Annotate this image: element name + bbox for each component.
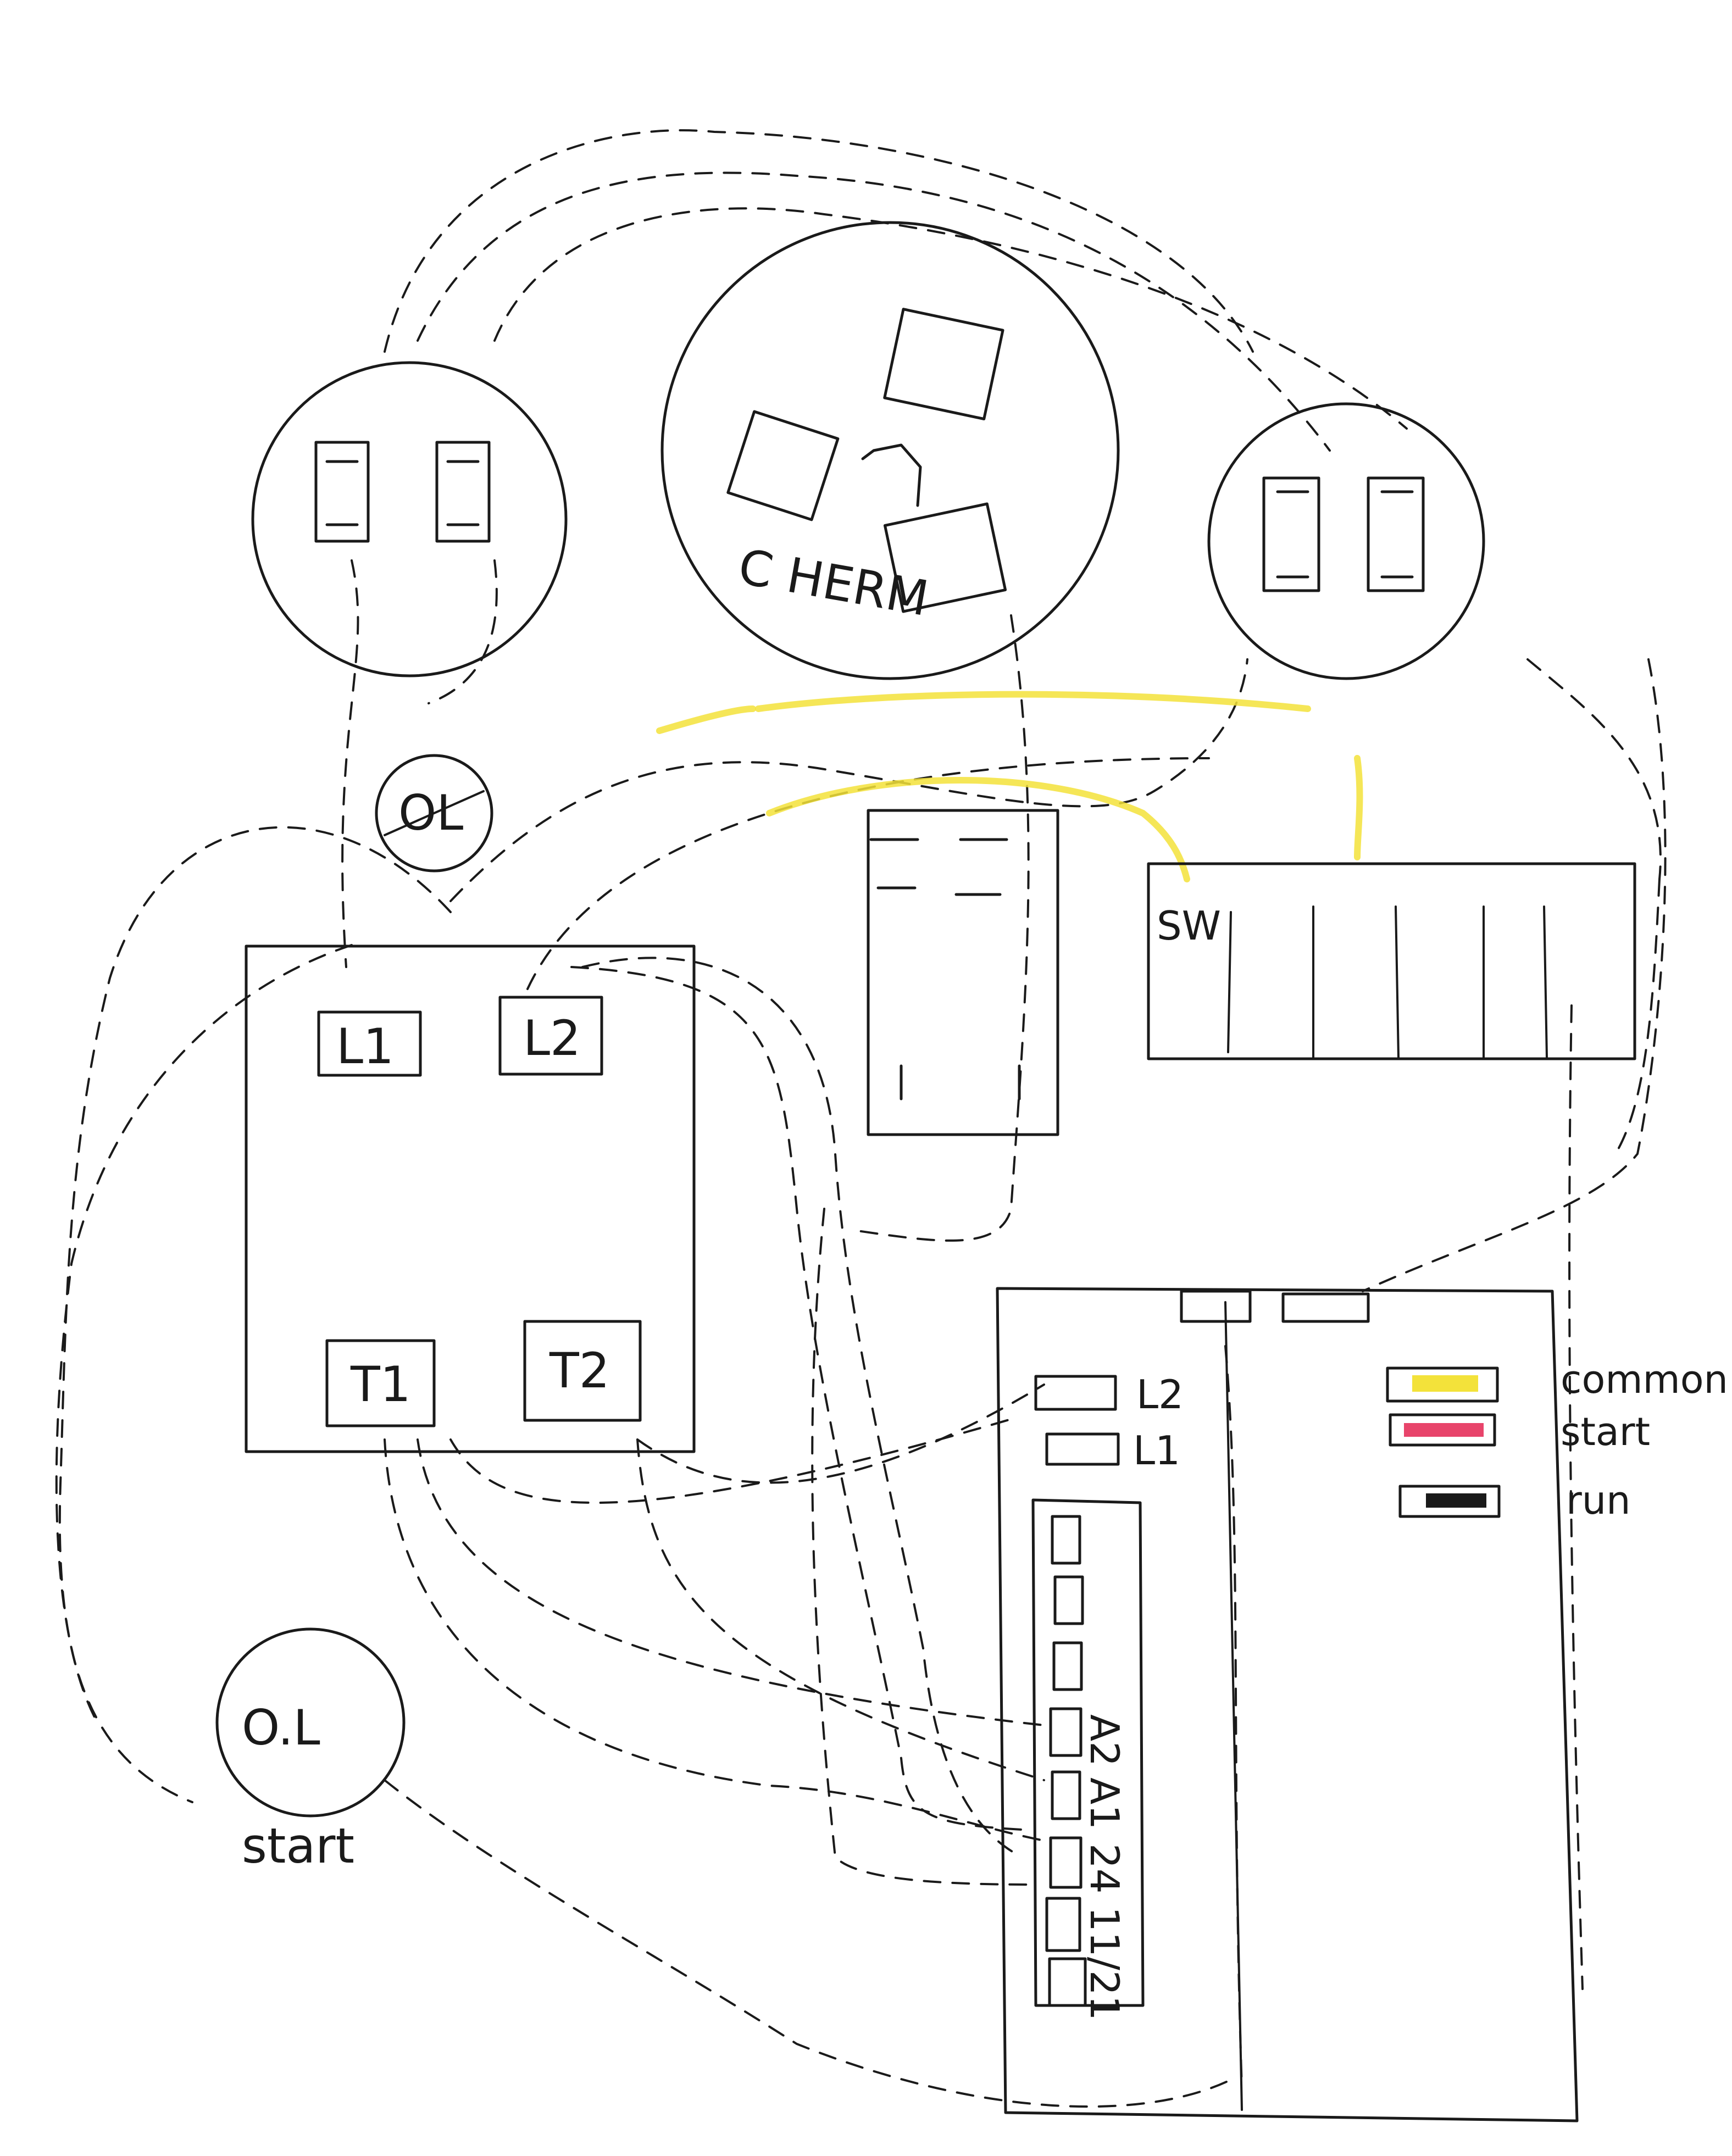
contactor-l1: L1 xyxy=(336,1018,394,1075)
contactor: L1 L2 T1 T2 xyxy=(245,944,696,1453)
legend-label-common: common xyxy=(1561,1357,1728,1402)
compressor-label: C HERM xyxy=(734,538,932,627)
legend-swatch-run xyxy=(1426,1493,1486,1508)
board-mark-a1: A1 xyxy=(1081,1777,1128,1830)
switch-block: SW xyxy=(1147,862,1636,1060)
board-l1: L1 xyxy=(1133,1427,1180,1474)
board-mark-24: 24 xyxy=(1081,1843,1128,1894)
overload-start: O.L start xyxy=(215,1627,406,1874)
switch-label: SW xyxy=(1157,903,1221,949)
board-mark-11-21: 11/21 xyxy=(1081,1907,1128,2021)
control-board: L2 L1 A2 A1 24 11/21 xyxy=(996,1287,1579,2122)
dashed-wires xyxy=(55,129,1667,2108)
legend: common start run xyxy=(1386,1357,1728,1523)
legend-swatch-common xyxy=(1412,1375,1478,1392)
legend-label-start: start xyxy=(1561,1409,1650,1454)
board-l2: L2 xyxy=(1136,1371,1184,1418)
relay-block xyxy=(867,809,1059,1136)
legend-swatch-start xyxy=(1404,1423,1484,1437)
overload-start-label: O.L xyxy=(242,1699,320,1756)
left-plug xyxy=(251,361,568,677)
contactor-l2: L2 xyxy=(523,1010,581,1066)
board-mark-a2: A2 xyxy=(1081,1714,1128,1766)
contactor-t1: T1 xyxy=(350,1356,411,1413)
compressor-terminal: C HERM xyxy=(660,221,1120,680)
overload-start-caption: start xyxy=(242,1818,354,1874)
overload-top: OL xyxy=(375,754,493,873)
overload-top-label: OL xyxy=(398,785,463,841)
common-wires xyxy=(656,691,1363,882)
right-plug xyxy=(1207,402,1485,680)
legend-label-run: run xyxy=(1566,1478,1631,1523)
contactor-t2: T2 xyxy=(549,1342,610,1399)
